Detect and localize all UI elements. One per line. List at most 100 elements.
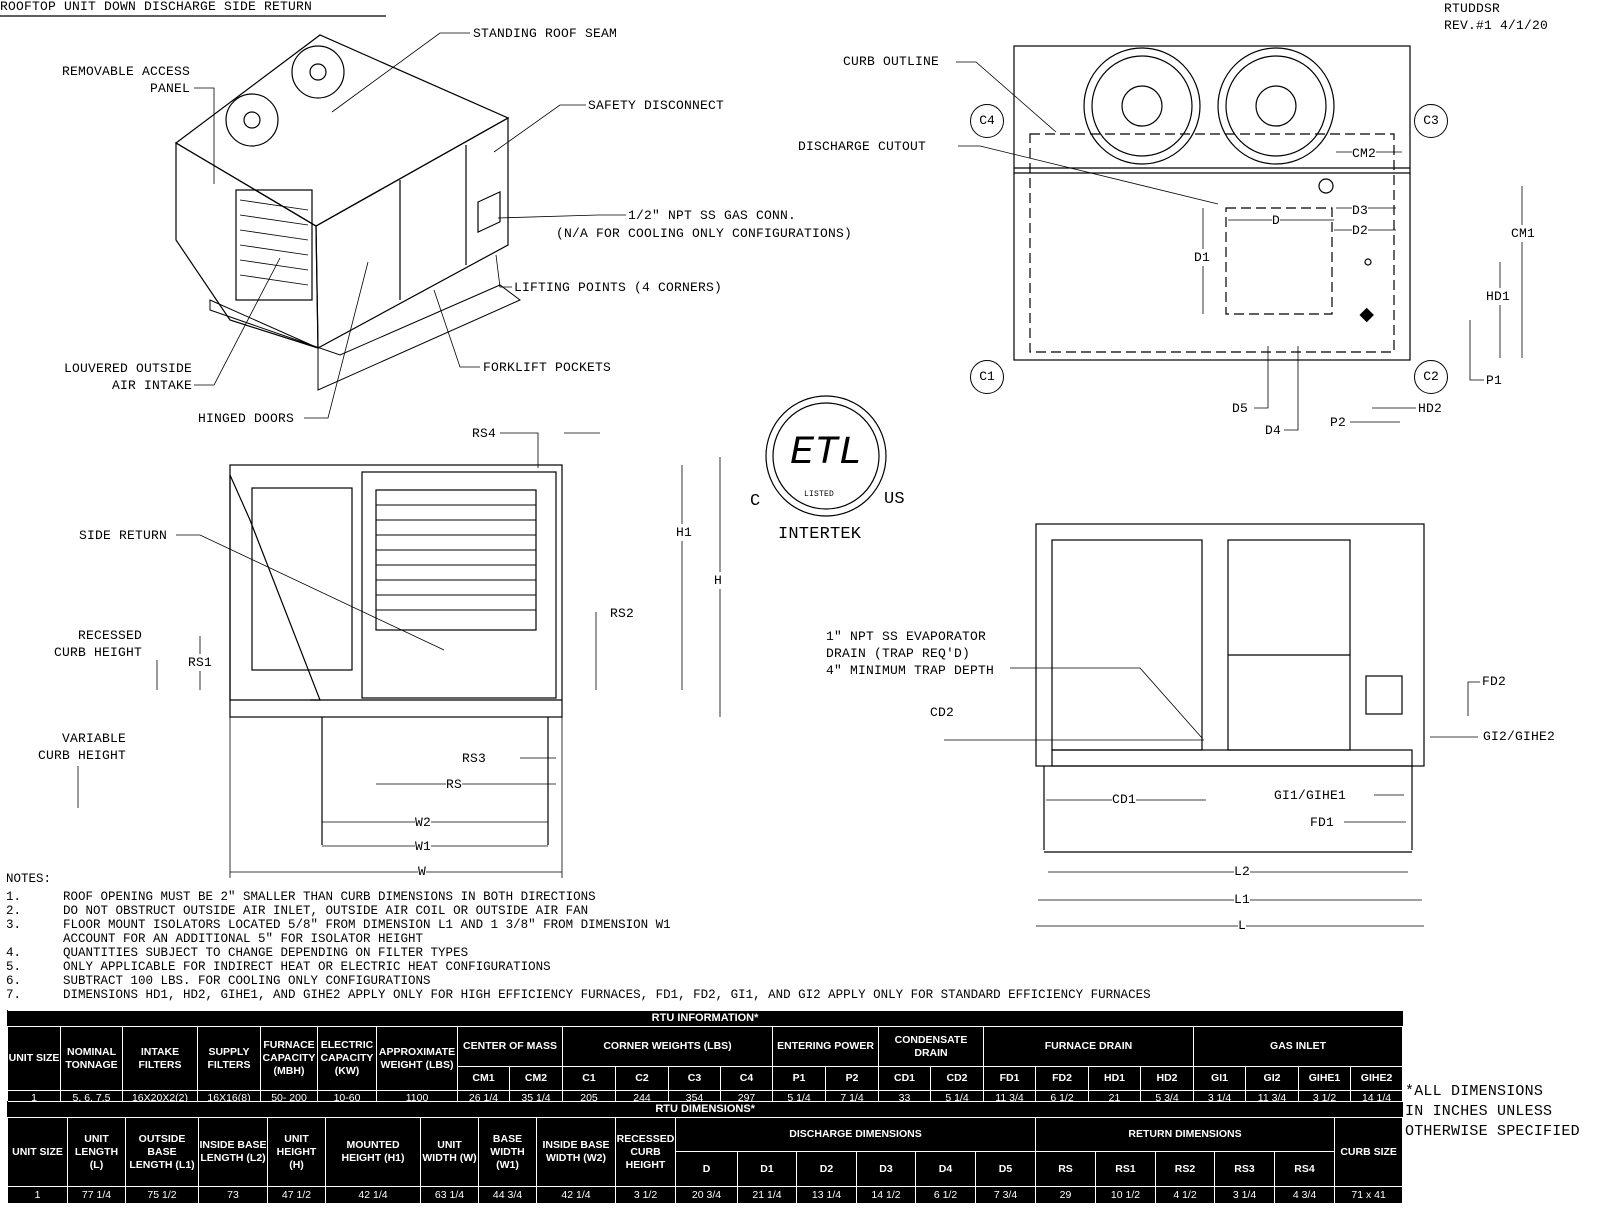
etl-listed-text: LISTED (804, 490, 835, 499)
header-gi1: GI1 (1193, 1066, 1246, 1091)
table-cell: 1 (7, 1186, 68, 1204)
table-cell: 6 1/2 (915, 1186, 976, 1204)
label-hinged-doors: HINGED DOORS (198, 411, 295, 426)
header-mounted-height-h1: MOUNTED HEIGHT (H1) (325, 1117, 421, 1187)
header-furnace-drain: FURNACE DRAIN (983, 1026, 1194, 1067)
header-rs4: RS4 (1274, 1151, 1335, 1187)
header-nominal-tonnage: NOMINAL TONNAGE (60, 1026, 123, 1091)
dim-d2: D2 (1352, 222, 1369, 239)
header-corner-weights: CORNER WEIGHTS (LBS) (562, 1026, 773, 1067)
note-item: 5.ONLY APPLICABLE FOR INDIRECT HEAT OR E… (6, 960, 551, 974)
header-rs1: RS1 (1095, 1151, 1156, 1187)
label-gas-conn-note: (N/A FOR COOLING ONLY CONFIGURATIONS) (556, 226, 853, 241)
dim-w: W (418, 863, 427, 880)
header-c2: C2 (615, 1066, 669, 1091)
table-cell: 13 1/4 (796, 1186, 857, 1204)
dim-rs2: RS2 (610, 606, 635, 621)
iso-unit-drawing (174, 34, 521, 391)
fan-2 (1217, 47, 1335, 165)
cert-us: US (884, 490, 905, 509)
header-unit-size: UNIT SIZE (7, 1026, 61, 1091)
etl-logo-text: ETL (790, 431, 863, 476)
rtu-information-table: RTU INFORMATION* UNIT SIZE NOMINAL TONNA… (7, 1010, 1404, 1106)
header-c1: C1 (562, 1066, 616, 1091)
label-standing-roof-seam: STANDING ROOF SEAM (473, 26, 618, 41)
dim-fd1: FD1 (1310, 815, 1335, 830)
note-item: 4.QUANTITIES SUBJECT TO CHANGE DEPENDING… (6, 946, 469, 960)
label-safety-disconnect: SAFETY DISCONNECT (588, 98, 725, 113)
table-cell: 44 3/4 (478, 1186, 537, 1204)
dim-d4: D4 (1265, 423, 1282, 438)
dim-cd2: CD2 (930, 705, 955, 720)
header-gihe2: GIHE2 (1349, 1066, 1404, 1091)
header-center-of-mass: CENTER OF MASS (457, 1026, 563, 1067)
header-unit-width-w: UNIT WIDTH (W) (420, 1117, 479, 1187)
table-cell: 20 3/4 (675, 1186, 738, 1204)
dim-rs3: RS3 (462, 750, 487, 767)
table-cell: 4 3/4 (1274, 1186, 1335, 1204)
dim-l: L (1238, 917, 1247, 934)
label-recessed-curb-height: RECESSED CURB HEIGHT (53, 628, 142, 660)
header-outside-base-length-l1: OUTSIDE BASE LENGTH (L1) (125, 1117, 199, 1187)
front-view-drawing (1035, 523, 1425, 853)
table-cell: 42 1/4 (536, 1186, 616, 1204)
table-cell: 75 1/2 (125, 1186, 199, 1204)
header-curb-size: CURB SIZE (1333, 1117, 1404, 1187)
corner-c3: C3 (1414, 104, 1448, 138)
dim-gi1: GI1/GIHE1 (1274, 788, 1347, 803)
dim-cd1: CD1 (1112, 791, 1137, 808)
header-gi2: GI2 (1245, 1066, 1299, 1091)
table-cell: 4 1/2 (1155, 1186, 1215, 1204)
louver-grille (235, 189, 313, 301)
note-item: 3.FLOOR MOUNT ISOLATORS LOCATED 5/8" FRO… (6, 918, 671, 932)
dim-cm1: CM1 (1511, 225, 1536, 242)
dim-p1: P1 (1486, 373, 1503, 388)
header-hd1: HD1 (1088, 1066, 1141, 1091)
header-inside-base-length-l2: INSIDE BASE LENGTH (L2) (198, 1117, 268, 1187)
header-unit-length-l: UNIT LENGTH (L) (67, 1117, 126, 1187)
discharge-cutout (1225, 207, 1333, 315)
dim-fd2: FD2 (1482, 674, 1507, 689)
header-p1: P1 (772, 1066, 826, 1091)
fan-right (291, 45, 345, 99)
dim-p2: P2 (1330, 415, 1347, 430)
dim-h1: H1 (676, 524, 693, 541)
notes-section: NOTES: 1.ROOF OPENING MUST BE 2" SMALLER… (6, 872, 1151, 1002)
header-furnace-capacity: FURNACE CAPACITY (MBH) (260, 1026, 318, 1091)
header-d: D (675, 1151, 738, 1187)
note-item: 2.DO NOT OBSTRUCT OUTSIDE AIR INLET, OUT… (6, 904, 589, 918)
note-item: 1.ROOF OPENING MUST BE 2" SMALLER THAN C… (6, 890, 596, 904)
header-unit-size: UNIT SIZE (7, 1117, 68, 1187)
dimensions-footnote: *ALL DIMENSIONS IN INCHES UNLESS OTHERWI… (1405, 1083, 1580, 1140)
return-louver (375, 489, 537, 631)
header-p2: P2 (825, 1066, 879, 1091)
header-fd2: FD2 (1035, 1066, 1089, 1091)
curb-outline (1029, 133, 1395, 353)
label-side-return: SIDE RETURN (79, 528, 168, 543)
header-intake-filters: INTAKE FILTERS (122, 1026, 198, 1091)
header-condensate-drain: CONDENSATE DRAIN (878, 1026, 984, 1067)
table-cell: 14 1/2 (856, 1186, 916, 1204)
header-recessed-curb-height: RECESSED CURB HEIGHT (615, 1117, 676, 1187)
side-view-dimension-lines (77, 432, 721, 878)
corner-c1: C1 (970, 360, 1004, 394)
label-forklift-pockets: FORKLIFT POCKETS (483, 360, 612, 375)
header-hd2: HD2 (1140, 1066, 1194, 1091)
header-cd2: CD2 (930, 1066, 984, 1091)
table-cell: 73 (198, 1186, 268, 1204)
header-d1: D1 (737, 1151, 797, 1187)
header-approx-weight: APPROXIMATE WEIGHT (LBS) (376, 1026, 458, 1091)
dim-d3: D3 (1352, 202, 1369, 219)
header-c4: C4 (720, 1066, 773, 1091)
table-cell: 71 x 41 (1333, 1186, 1404, 1204)
header-cm1: CM1 (457, 1066, 510, 1091)
label-lifting-points: LIFTING POINTS (4 CORNERS) (514, 280, 723, 295)
table-cell: 21 1/4 (737, 1186, 797, 1204)
header-rs3: RS3 (1214, 1151, 1275, 1187)
header-supply-filters: SUPPLY FILTERS (197, 1026, 261, 1091)
rtu-dimensions-title: RTU DIMENSIONS* (7, 1101, 1403, 1118)
header-electric-capacity: ELECTRIC CAPACITY (KW) (317, 1026, 377, 1091)
side-view-drawing (229, 464, 563, 845)
dim-hd2: HD2 (1418, 401, 1443, 416)
